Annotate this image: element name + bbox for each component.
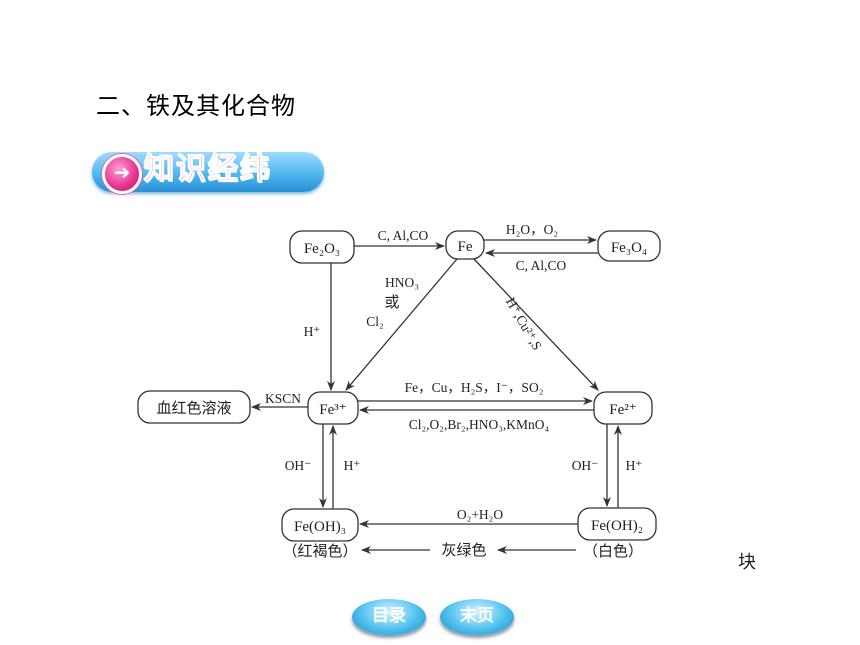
section-heading: 二、铁及其化合物	[96, 92, 296, 120]
banner-title: 知识经纬	[144, 152, 272, 188]
label-fe-to-fe2: H⁺,Cu²⁺,S	[503, 295, 545, 353]
label-feoh2-to-feoh3: O₂+H₂O	[457, 507, 504, 522]
label-fe2o3-to-fe: C, Al,CO	[378, 228, 429, 243]
arrow-fe-to-fe3	[345, 258, 458, 391]
label-red-brown: （红褐色）	[282, 542, 357, 560]
label-fe3-h: H⁺	[344, 458, 361, 473]
svg-text:Fe: Fe	[458, 239, 473, 255]
label-white: （白色）	[583, 542, 643, 560]
svg-text:Fe₂O₃: Fe₂O₃	[304, 241, 340, 257]
label-fe2-to-fe3: Cl₂,O₂,Br₂,HNO₃,KMnO₄	[409, 417, 550, 432]
label-kscn: KSCN	[265, 391, 301, 406]
node-feoh3: Fe(OH)₃	[281, 508, 359, 542]
label-fe-to-fe3-or: 或	[384, 293, 399, 311]
label-gray-green: 灰绿色	[441, 541, 486, 559]
side-text-fragment: 块	[738, 552, 756, 573]
svg-text:Fe³⁺: Fe³⁺	[319, 402, 346, 418]
svg-text:血红色溶液: 血红色溶液	[156, 399, 231, 417]
catalog-button[interactable]: 目录	[352, 599, 426, 635]
node-fe2: Fe²⁺	[593, 391, 653, 425]
svg-text:Fe(OH)₃: Fe(OH)₃	[294, 519, 346, 535]
last-page-button[interactable]: 末页	[440, 599, 514, 635]
node-fe: Fe	[445, 230, 485, 260]
knowledge-banner: ➜ 知识经纬	[92, 144, 324, 194]
node-fe3o4: Fe₃O₄	[597, 230, 661, 262]
label-fe-to-fe3-hno3: HNO₃	[385, 275, 419, 290]
svg-text:Fe(OH)₂: Fe(OH)₂	[591, 518, 643, 534]
arrow-right-icon: ➜	[102, 154, 142, 194]
node-fe2o3: Fe₂O₃	[289, 230, 355, 264]
node-feoh2: Fe(OH)₂	[577, 507, 657, 541]
svg-text:Fe²⁺: Fe²⁺	[609, 402, 636, 418]
label-fe3-to-fe2: Fe，Cu，H₂S，I⁻，SO₂	[405, 380, 544, 395]
node-fe3: Fe³⁺	[307, 391, 359, 425]
node-blood-red-solution: 血红色溶液	[137, 390, 251, 424]
arrow-fe-to-fe2	[473, 258, 599, 391]
label-fe2-oh: OH⁻	[572, 458, 599, 473]
label-fe2o3-to-fe3-h: H⁺	[304, 324, 321, 339]
label-fe2-h: H⁺	[626, 458, 643, 473]
label-fe3-oh: OH⁻	[285, 458, 312, 473]
label-fe-to-fe3o4: H₂O，O₂	[506, 222, 558, 237]
label-fe3o4-to-fe: C, Al,CO	[516, 258, 567, 273]
label-fe-to-fe3-cl2: Cl₂	[366, 314, 383, 329]
svg-text:Fe₃O₄: Fe₃O₄	[611, 240, 647, 256]
